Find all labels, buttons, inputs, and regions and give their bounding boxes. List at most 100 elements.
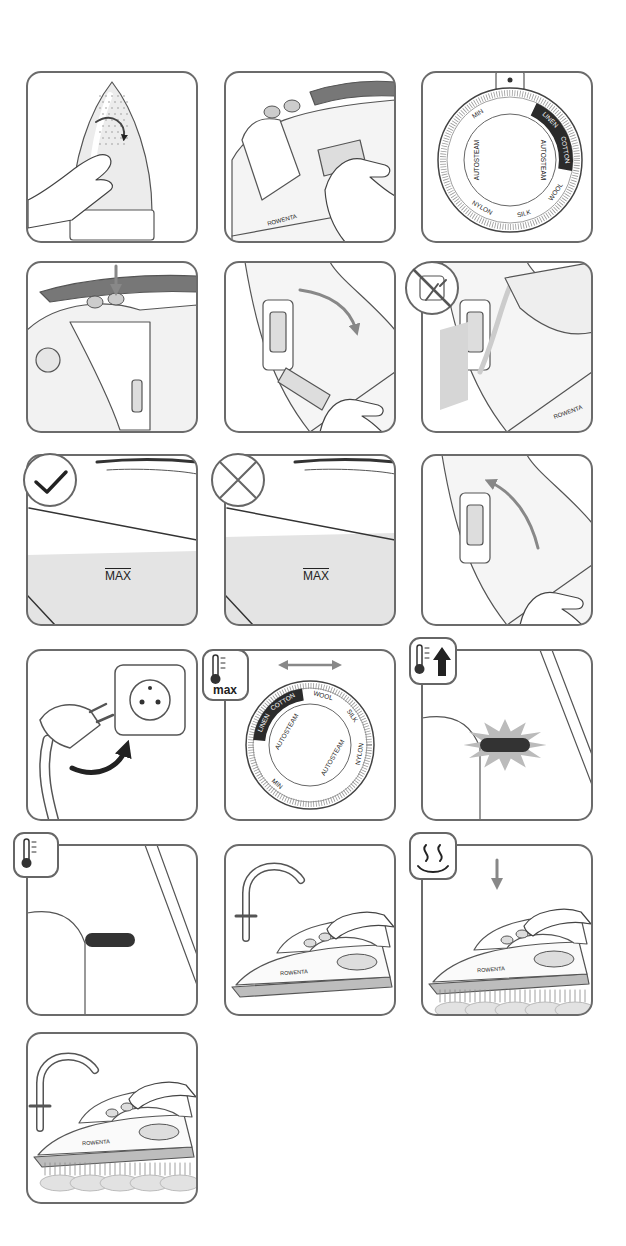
illustration-part [105, 107, 107, 109]
illustration-part [246, 866, 301, 938]
illustration-part [85, 1163, 86, 1175]
illustration-part [496, 860, 499, 884]
step-panel [27, 650, 197, 820]
illustration-part [530, 990, 531, 1002]
illustration-part [115, 266, 118, 290]
illustration-part [125, 1163, 126, 1175]
illustration-part [99, 143, 101, 145]
illustration-part [106, 1109, 118, 1117]
illustration-part [540, 990, 541, 1002]
illustration-part [225, 650, 395, 820]
unplug-icon [406, 262, 458, 314]
step-panel [225, 845, 395, 1015]
step-panel [27, 72, 197, 242]
dial-setting: SILK [345, 708, 358, 723]
illustration-part [520, 990, 521, 1002]
brand-mark: ROWENTA [267, 213, 298, 227]
dial-setting: MIN [471, 108, 484, 120]
illustration-part [463, 719, 546, 771]
illustration-part [27, 912, 85, 1015]
illustration-part [102, 137, 104, 139]
dial-setting: AUTOSTEAM [275, 713, 301, 751]
illustration-part [139, 1124, 179, 1140]
illustration-part [425, 648, 429, 658]
dial-setting: LINEN [257, 713, 271, 733]
illustration-part [575, 990, 576, 1002]
illustration-part [524, 909, 591, 936]
illustration-part [140, 700, 145, 705]
icon-badge [410, 638, 456, 684]
illustration-part [464, 114, 556, 206]
illustration-part [85, 933, 135, 947]
illustration-part [467, 312, 483, 352]
iron-figure [34, 1082, 196, 1167]
panel-frame [27, 650, 197, 820]
illustration-part [90, 1163, 91, 1175]
illustration-part [245, 262, 395, 432]
illustration-part [120, 137, 122, 139]
illustration-part [130, 1163, 131, 1175]
step-panel [27, 1033, 197, 1203]
illustration-part [117, 131, 119, 133]
illustration-part [24, 839, 29, 861]
illustration-part [305, 469, 395, 474]
illustration-part [100, 1163, 101, 1175]
illustration-part [415, 664, 425, 674]
illustration-part [29, 508, 197, 540]
illustration-part [170, 1163, 171, 1175]
panel-frame [27, 72, 197, 242]
illustration-part [480, 738, 530, 752]
illustration-part [227, 508, 395, 540]
illustration-part [126, 113, 128, 115]
illustration-part [70, 322, 150, 430]
panel-frame [422, 455, 592, 625]
illustration-part [560, 990, 561, 1002]
dial-setting: WOOL [547, 182, 564, 202]
illustration-part [211, 674, 221, 684]
illustration-part [140, 1163, 141, 1175]
step-panel [422, 455, 592, 625]
illustration-part [232, 100, 395, 242]
icon-badge [203, 650, 248, 700]
illustration-part [123, 95, 125, 97]
illustration-part [221, 658, 225, 668]
illustration-part [465, 990, 466, 1002]
illustration-part [422, 455, 592, 625]
panel-frame [27, 1033, 197, 1203]
brand-mark: ROWENTA [280, 969, 308, 976]
illustration-part [507, 372, 592, 432]
illustration-part [80, 1163, 81, 1175]
illustration-part [96, 118, 124, 138]
illustration-part [242, 119, 300, 200]
illustration-part [156, 700, 161, 705]
illustration-part [99, 131, 101, 133]
dial-setting: LINEN [541, 111, 559, 129]
illustration-part [105, 131, 107, 133]
dial-setting: AUTOSTEAM [320, 739, 346, 777]
illustration-part [480, 990, 481, 1002]
illustration-part [95, 1163, 96, 1175]
illustration-part [105, 95, 107, 97]
illustration-part [160, 1163, 161, 1175]
illustration-part [585, 990, 586, 1002]
illustration-part [485, 990, 486, 1002]
illustration-part [120, 101, 122, 103]
illustration-part [570, 990, 571, 1002]
illustration-part [102, 125, 104, 127]
illustration-part [36, 348, 60, 372]
illustration-part [535, 990, 536, 1002]
panel-frame [225, 650, 395, 820]
illustration-part [117, 143, 119, 145]
illustration-part [120, 1163, 121, 1175]
illustration-part [505, 990, 506, 1002]
illustration-part [445, 990, 446, 1002]
illustration-part [99, 95, 101, 97]
illustration-part [438, 88, 582, 232]
illustration-part [515, 990, 516, 1002]
illustration-part [225, 845, 395, 1015]
illustration-part [111, 143, 113, 145]
illustration-part [126, 101, 128, 103]
illustration-part [185, 1163, 186, 1175]
